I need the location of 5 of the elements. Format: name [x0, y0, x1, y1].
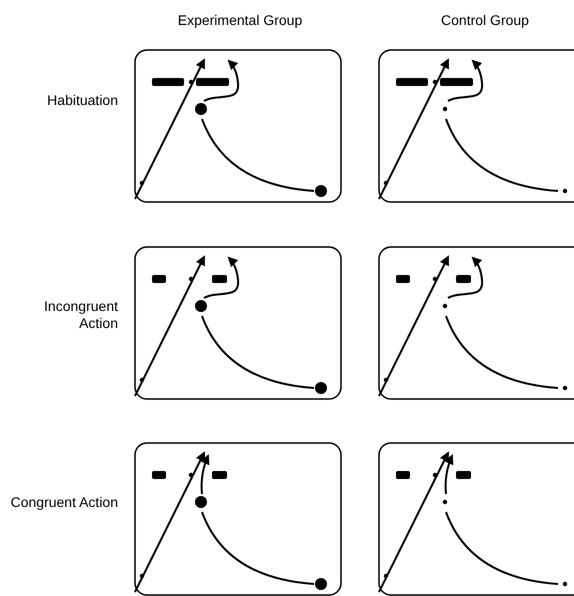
column-heading: Experimental Group: [176, 11, 304, 30]
row-heading: Incongruent Action: [43, 298, 118, 332]
row-heading: Congruent Action: [10, 494, 118, 511]
row-heading: Habituation: [46, 92, 118, 109]
column-heading: Control Group: [440, 11, 530, 30]
